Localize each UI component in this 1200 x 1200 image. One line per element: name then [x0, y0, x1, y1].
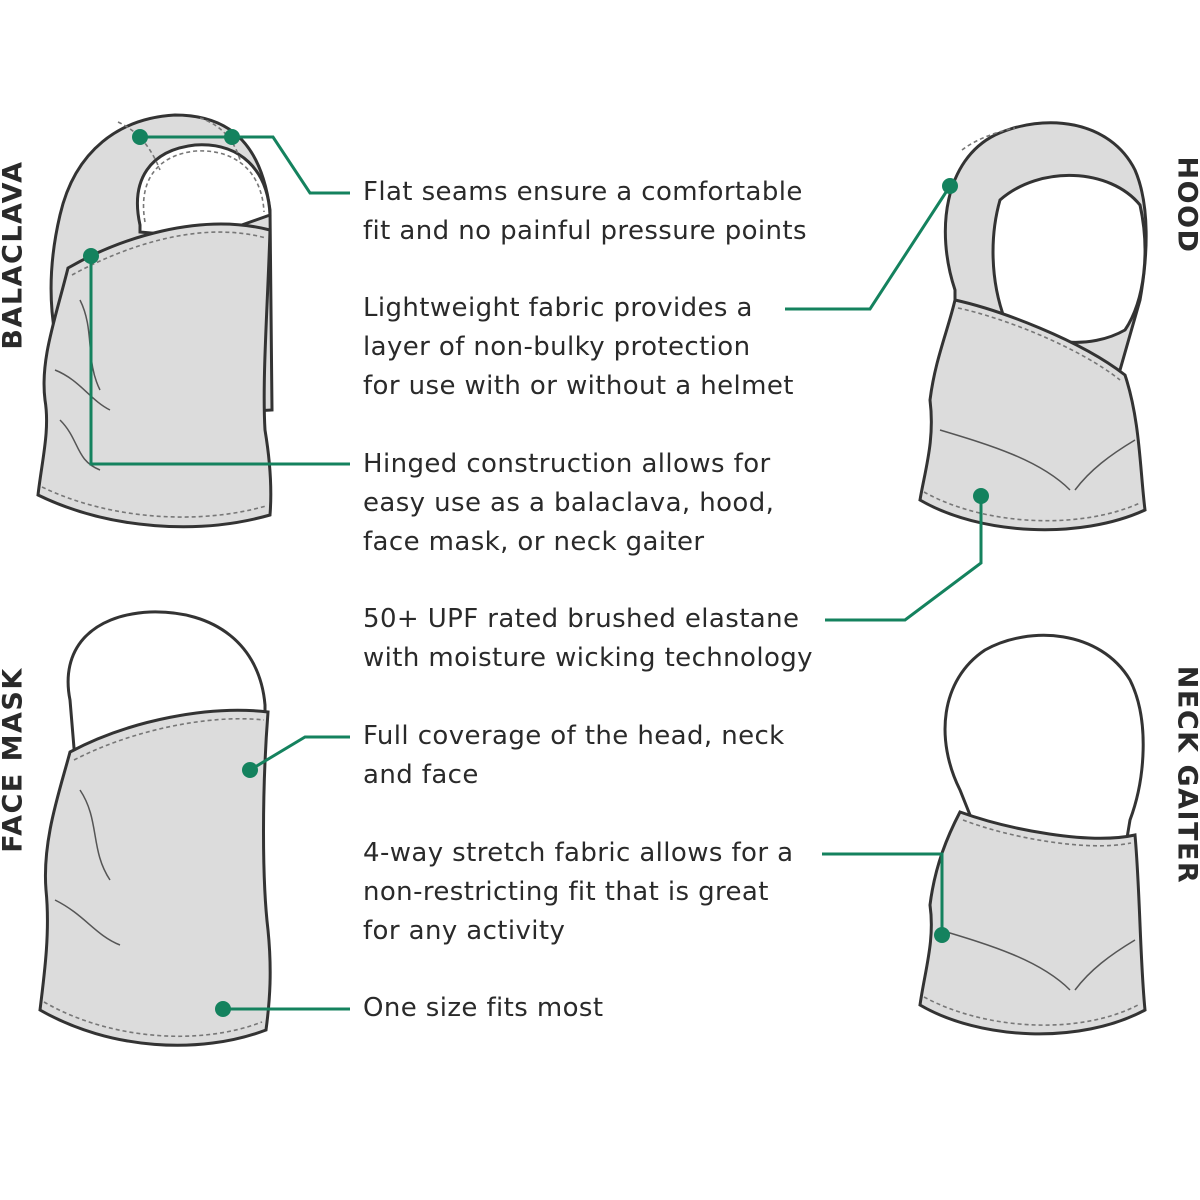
hood-illustration — [918, 121, 1148, 532]
feature-line: Full coverage of the head, neck — [363, 721, 785, 751]
callout-dot — [224, 129, 240, 145]
callout-dot — [242, 762, 258, 778]
feature-line: Hinged construction allows for — [363, 449, 771, 479]
feature-stretch: 4-way stretch fabric allows for a non-re… — [363, 834, 793, 951]
leader-flat-seams — [140, 135, 350, 195]
feature-line: for any activity — [363, 916, 566, 946]
leader-full-coverage — [249, 735, 350, 772]
callout-leaders — [89, 135, 983, 1011]
leader-lightweight — [785, 185, 952, 311]
leader-stretch — [822, 852, 944, 935]
feature-line: and face — [363, 760, 479, 790]
leader-hinged — [89, 256, 350, 466]
label-balaclava: BALACLAVA — [0, 160, 29, 350]
face-mask-illustration — [38, 610, 272, 1047]
feature-line: easy use as a balaclava, hood, — [363, 488, 775, 518]
feature-line: fit and no painful pressure points — [363, 216, 807, 246]
feature-full-coverage: Full coverage of the head, neck and face — [363, 717, 785, 795]
feature-one-size: One size fits most — [363, 989, 603, 1028]
feature-hinged: Hinged construction allows for easy use … — [363, 445, 774, 562]
feature-line: One size fits most — [363, 993, 604, 1023]
feature-upf: 50+ UPF rated brushed elastane with mois… — [363, 600, 813, 678]
feature-line: non-restricting fit that is great — [363, 877, 769, 907]
callout-dot — [83, 248, 99, 264]
feature-line: Flat seams ensure a comfortable — [363, 177, 803, 207]
callout-dot — [215, 1001, 231, 1017]
feature-line: with moisture wicking technology — [363, 643, 813, 673]
feature-line: 50+ UPF rated brushed elastane — [363, 604, 800, 634]
feature-lightweight: Lightweight fabric provides a layer of n… — [363, 289, 794, 406]
feature-line: 4-way stretch fabric allows for a — [363, 838, 794, 868]
feature-flat-seams: Flat seams ensure a comfortable fit and … — [363, 173, 807, 251]
feature-line: Lightweight fabric provides a — [363, 293, 753, 323]
callout-dots — [83, 129, 989, 1017]
neck-gaiter-illustration — [918, 633, 1147, 1036]
feature-line: layer of non-bulky protection — [363, 332, 751, 362]
callout-dot — [934, 927, 950, 943]
feature-line: face mask, or neck gaiter — [363, 527, 705, 557]
label-neck-gaiter: NECK GAITER — [1171, 665, 1200, 885]
label-face-mask: FACE MASK — [0, 667, 29, 853]
feature-line: for use with or without a helmet — [363, 371, 794, 401]
callout-dot — [973, 488, 989, 504]
callout-dot — [132, 129, 148, 145]
leader-upf — [825, 496, 983, 622]
label-hood: HOOD — [1171, 156, 1200, 254]
callout-dot — [942, 178, 958, 194]
balaclava-illustration — [36, 113, 274, 529]
